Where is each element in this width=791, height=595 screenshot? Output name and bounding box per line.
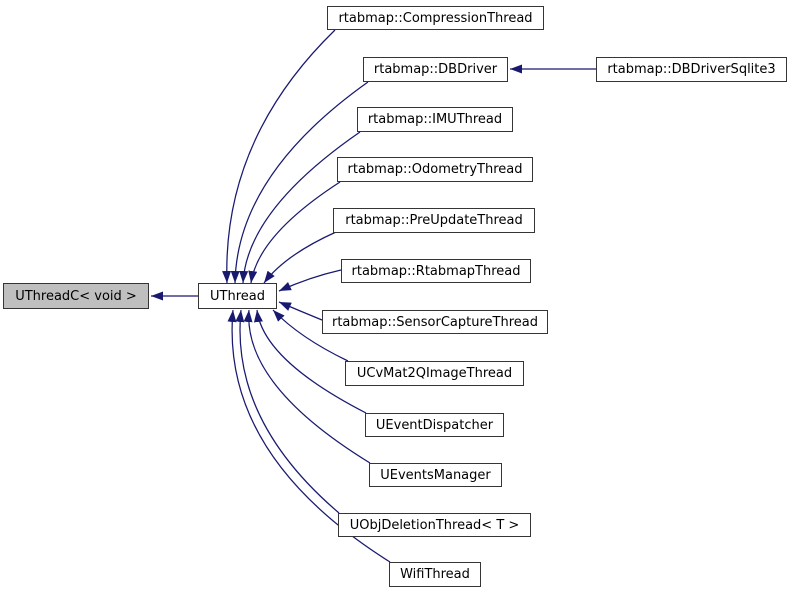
edge-ucvmat2qimage-thread-to-uthread [272, 309, 349, 362]
edge-uevent-dispatcher-to-uthread [253, 309, 367, 414]
node-sensor-capture-thread[interactable]: rtabmap::SensorCaptureThread [322, 310, 548, 334]
node-uthread[interactable]: UThread [198, 283, 277, 309]
edge-sensor-capture-thread-to-uthread [278, 301, 323, 321]
node-uobj-deletion-thread[interactable]: UObjDeletionThread< T > [338, 513, 531, 537]
node-wifi-thread[interactable]: WifiThread [389, 562, 481, 587]
node-compression-thread[interactable]: rtabmap::CompressionThread [327, 6, 544, 30]
node-preupdate-thread[interactable]: rtabmap::PreUpdateThread [333, 208, 535, 233]
node-uevent-dispatcher[interactable]: UEventDispatcher [365, 413, 504, 437]
edge-compression-thread-to-uthread [222, 29, 336, 284]
edge-rtabmap-thread-to-uthread [278, 269, 342, 292]
node-odometry-thread[interactable]: rtabmap::OdometryThread [337, 157, 533, 182]
edge-uobj-deletion-thread-to-uthread [235, 309, 340, 514]
node-dbdriver-sqlite3[interactable]: rtabmap::DBDriverSqlite3 [596, 57, 787, 82]
node-rtabmap-thread[interactable]: rtabmap::RtabmapThread [341, 259, 531, 283]
node-imu-thread[interactable]: rtabmap::IMUThread [357, 107, 513, 132]
edge-preupdate-thread-to-uthread [263, 231, 337, 284]
edge-dbdriver-to-uthread [230, 81, 369, 284]
edge-odometry-thread-to-uthread [248, 181, 341, 284]
edge-imu-thread-to-uthread [239, 131, 361, 284]
node-dbdriver[interactable]: rtabmap::DBDriver [363, 57, 508, 82]
node-uthreadc-void: UThreadC< void > [3, 283, 149, 309]
node-uevents-manager[interactable]: UEventsManager [369, 463, 502, 487]
edge-uevents-manager-to-uthread [243, 309, 371, 464]
node-ucvmat2qimage-thread[interactable]: UCvMat2QImageThread [345, 361, 524, 386]
